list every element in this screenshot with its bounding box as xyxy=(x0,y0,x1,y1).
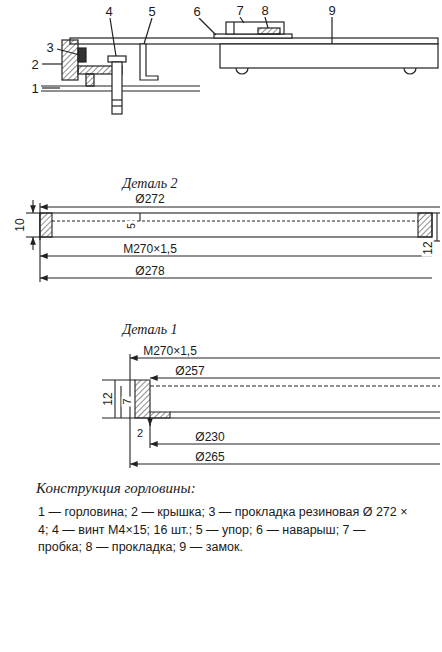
dimension: 12 xyxy=(102,390,114,407)
dimension: 12 xyxy=(422,239,434,256)
detail-heading: Деталь 2 xyxy=(120,177,179,191)
assembly-view xyxy=(30,17,438,114)
dimension: 7 xyxy=(122,396,133,406)
callout-number: 2 xyxy=(29,58,40,71)
callout-number: 6 xyxy=(191,5,202,18)
dimension: Ø257 xyxy=(173,365,206,377)
detail-heading: Деталь 1 xyxy=(120,323,179,337)
dimension: Ø230 xyxy=(193,431,226,443)
detail-1-view xyxy=(102,354,440,468)
dimension: Ø278 xyxy=(133,265,166,277)
callout-number: 1 xyxy=(29,82,40,95)
dimension: 2 xyxy=(135,428,145,439)
callout-number: 3 xyxy=(44,41,55,54)
callout-number: 7 xyxy=(234,4,245,17)
dimension: M270×1,5 xyxy=(141,345,199,357)
legend-text: 1 — горловина; 2 — крышка; 3 — прокладка… xyxy=(38,504,410,557)
callout-number: 8 xyxy=(259,4,270,17)
callout-number: 4 xyxy=(103,5,114,18)
callout-number: 5 xyxy=(146,5,157,18)
dimension: Ø265 xyxy=(193,451,226,463)
dimension: M270×1,5 xyxy=(121,243,179,255)
figure-caption: Конструкция горловины: xyxy=(36,480,196,497)
dimension: Ø272 xyxy=(133,193,166,205)
callout-number: 9 xyxy=(326,4,337,17)
dimension: 10 xyxy=(14,216,26,233)
detail-2-view xyxy=(26,200,440,282)
dimension: 5 xyxy=(127,221,137,231)
